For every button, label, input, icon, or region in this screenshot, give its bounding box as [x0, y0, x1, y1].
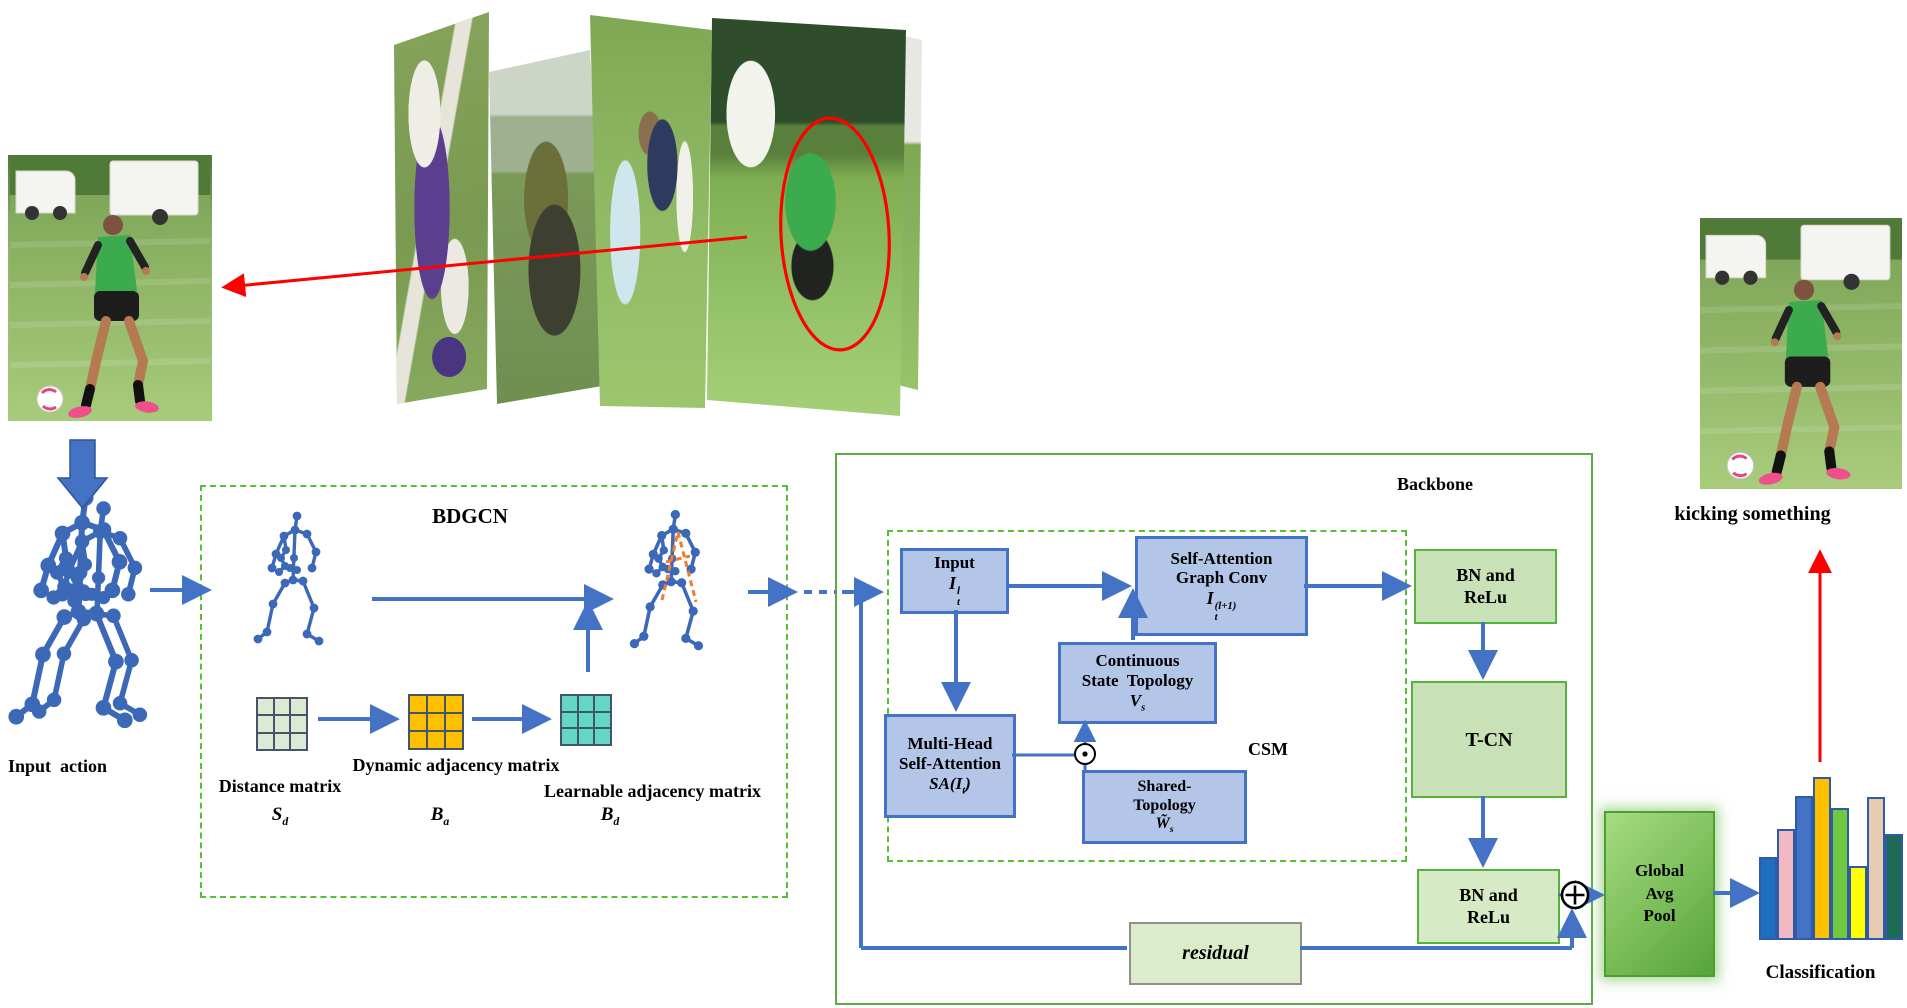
mhsa-symbol: SA(It) [929, 773, 971, 797]
output-action-photo [1700, 218, 1902, 489]
bn-relu-bottom-line2: ReLu [1466, 906, 1510, 927]
distance-matrix [256, 697, 308, 751]
bdgcn-title: BDGCN [432, 504, 508, 528]
matrix-cell [410, 696, 426, 712]
matrix-cell [410, 732, 426, 748]
matrix-cell [291, 716, 306, 732]
global-avg-pool-block: Global Avg Pool [1604, 811, 1715, 977]
video-frame-2 [489, 50, 608, 404]
distance-matrix-symbol: Sd [271, 804, 289, 828]
video-frame-1 [394, 12, 489, 404]
classification-bar [1759, 857, 1777, 940]
classification-bar [1885, 834, 1903, 940]
matrix-cell [428, 696, 444, 712]
input-action-photo [8, 155, 212, 421]
matrix-cell [595, 712, 610, 728]
continuous-symbol: Vs [1129, 690, 1146, 714]
self-attention-graph-conv-block: Self-Attention Graph Conv I(l+1)t [1135, 536, 1308, 636]
bn-relu-bottom-line1: BN and [1459, 884, 1518, 905]
continuous-state-topology-block: Continuous State Topology Vs [1058, 642, 1217, 724]
bdgcn-box [200, 485, 788, 898]
matrix-cell [258, 716, 273, 732]
residual-label: residual [1182, 942, 1249, 964]
matrix-cell [446, 696, 462, 712]
matrix-cell [595, 729, 610, 744]
matrix-cell [562, 696, 577, 711]
bn-relu-top-line2: ReLu [1463, 586, 1507, 607]
bn-relu-bottom-block: BN and ReLu [1417, 869, 1560, 944]
gap-line1: Global [1634, 860, 1685, 880]
classification-bar [1777, 829, 1795, 940]
classification-bar-chart [1759, 777, 1903, 940]
distance-matrix-label: Distance matrix [218, 776, 342, 796]
dynamic-adjacency-matrix-label: Dynamic adjacency matrix [352, 755, 560, 775]
shared-label-line2: Topology [1133, 796, 1196, 814]
matrix-cell [274, 733, 290, 749]
csm-title: CSM [1248, 739, 1288, 759]
tcn-label: T-CN [1465, 728, 1513, 751]
matrix-cell [258, 733, 273, 749]
classification-bar [1813, 777, 1831, 940]
multi-head-self-attention-block: Multi-Head Self-Attention SA(It) [884, 714, 1016, 818]
matrix-cell [274, 699, 290, 715]
matrix-cell [446, 714, 462, 730]
input-down-arrow [56, 439, 109, 510]
classification-label: Classification [1765, 962, 1876, 983]
video-frame-4 [707, 18, 906, 416]
matrix-cell [595, 696, 610, 711]
matrix-cell [274, 716, 290, 732]
continuous-label-line2: State Topology [1081, 671, 1194, 691]
matrix-cell [446, 732, 462, 748]
video-frame-3 [590, 15, 712, 408]
matrix-cell [291, 733, 306, 749]
matrix-cell [258, 699, 273, 715]
output-photo-scene [1700, 218, 1902, 489]
shared-label-line1: Shared- [1137, 778, 1192, 796]
learnable-adjacency-matrix-label: Learnable adjacency matrix [544, 781, 761, 801]
dynamic-adjacency-matrix-symbol: Ba [430, 804, 450, 828]
shared-symbol: W̃s [1155, 815, 1174, 836]
matrix-cell [428, 714, 444, 730]
backbone-title: Backbone [1396, 474, 1474, 494]
bn-relu-top-block: BN and ReLu [1414, 549, 1557, 624]
classification-bar [1831, 808, 1849, 940]
tcn-block: T-CN [1411, 681, 1567, 798]
classification-bar [1849, 866, 1867, 940]
prediction-label: kicking something [1674, 503, 1831, 525]
matrix-cell [562, 712, 577, 728]
dynamic-adjacency-matrix [408, 694, 464, 750]
gap-line2: Avg [1645, 883, 1674, 903]
bn-relu-top-line1: BN and [1456, 564, 1515, 585]
mhsa-label-line1: Multi-Head [907, 734, 993, 754]
matrix-cell [578, 696, 594, 711]
learnable-adjacency-matrix [560, 694, 612, 746]
classification-bar [1795, 796, 1813, 940]
shared-topology-block: Shared- Topology W̃s [1082, 770, 1247, 844]
matrix-cell [578, 712, 594, 728]
sagc-label-line1: Self-Attention [1170, 548, 1273, 568]
backbone-box [835, 453, 1593, 1005]
input-action-label: Input action [7, 756, 108, 776]
classification-bar [1867, 797, 1885, 940]
input-skeleton-graph [8, 490, 147, 728]
residual-block: residual [1129, 922, 1302, 985]
matrix-cell [578, 729, 594, 744]
sagc-symbol: I(l+1)t [1206, 587, 1237, 624]
matrix-cell [291, 699, 306, 715]
sagc-label-line2: Graph Conv [1175, 568, 1268, 588]
input-photo-scene [8, 155, 212, 421]
csm-box [887, 530, 1407, 862]
matrix-cell [428, 732, 444, 748]
matrix-cell [410, 714, 426, 730]
input-block-label: Input [934, 553, 975, 573]
gap-line3: Pool [1643, 906, 1676, 926]
matrix-cell [562, 729, 577, 744]
continuous-label-line1: Continuous [1095, 651, 1180, 671]
learnable-adjacency-matrix-symbol: Bd [600, 804, 620, 828]
mhsa-label-line2: Self-Attention [899, 754, 1001, 774]
